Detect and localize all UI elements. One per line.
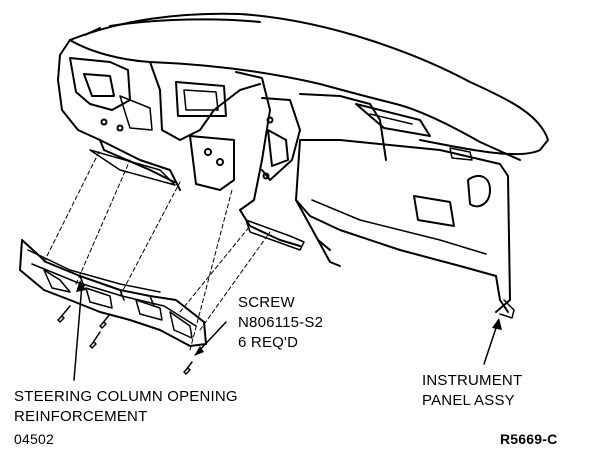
steering-column-reinforcement: [19, 239, 207, 347]
screw-label-line3: 6 REQ'D: [238, 334, 299, 351]
screw-label-line1: SCREW: [238, 294, 295, 311]
arrowhead-icon: [492, 318, 502, 330]
screw-fasteners: [57, 305, 193, 375]
glove-box-assembly: [295, 93, 515, 319]
left-vent-housing: [57, 39, 181, 191]
arrowhead-icon: [194, 346, 204, 356]
reference-code: R5669-C: [500, 431, 558, 447]
steering-label-line2: REINFORCEMENT: [14, 408, 148, 425]
dashboard-top-surface: [69, 12, 549, 161]
instrument-leader-line: [483, 321, 499, 365]
arrowhead-icon: [76, 280, 86, 292]
instrument-label-line1: INSTRUMENT: [422, 372, 523, 389]
steering-leader-line: [73, 283, 83, 381]
alignment-dashed-lines: [43, 149, 271, 351]
leader-arrowheads: [76, 280, 502, 356]
center-support-bracket: [149, 61, 305, 251]
screw-leader-line: [197, 321, 227, 353]
screw-icon: [99, 313, 111, 329]
label-leader-lines: [73, 283, 499, 381]
screw-icon: [89, 331, 101, 349]
instrument-label-line2: PANEL ASSY: [422, 392, 515, 409]
figure-code: 04502: [14, 431, 54, 447]
screw-label-line2: N806115-S2: [238, 314, 324, 331]
screw-icon: [57, 305, 71, 323]
steering-label-line1: STEERING COLUMN OPENING: [14, 388, 238, 405]
screw-icon: [183, 361, 193, 375]
